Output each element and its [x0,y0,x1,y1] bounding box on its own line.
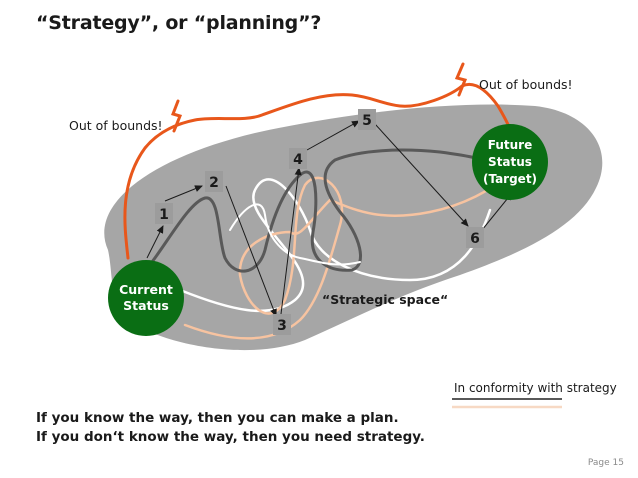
out-of-bounds-label-left: Out of bounds! [69,118,163,133]
body-text-line-1: If you know the way, then you can make a… [36,410,399,426]
step-5: 5 [358,109,376,130]
future-status-line-3: (Target) [483,172,537,186]
step-5-label: 5 [362,113,372,129]
legend: In conformity with strategy [452,381,617,409]
step-2: 2 [205,171,223,192]
strategic-space-label: “Strategic space“ [322,292,448,307]
slide-title: “Strategy”, or “planning”? [36,12,322,34]
white-path [178,178,492,313]
step-3: 3 [273,314,291,335]
step-1-label: 1 [159,207,169,223]
arrow-current-to-1 [146,225,164,259]
arrow-4-to-5 [306,120,360,151]
body-text-line-2: If you don‘t know the way, then you need… [36,429,425,445]
step-6-label: 6 [470,231,480,247]
arrow-5-to-6 [374,123,469,227]
arrow-3-to-4 [280,167,302,315]
future-status-node: Future Status (Target) [472,124,548,200]
step-1: 1 [155,203,173,224]
current-status-line-2: Status [123,298,169,313]
lightning-icon-left [171,99,183,133]
out-of-bounds-label-right: Out of bounds! [479,77,573,92]
white-path-2 [229,203,361,266]
future-status-line-1: Future [488,138,532,152]
lightning-icon-right [454,62,468,97]
step-6: 6 [466,227,484,248]
dark-path [150,148,502,273]
current-status-node: Current Status [108,260,184,336]
peach-path [183,173,512,340]
planning-arrows [146,120,513,317]
legend-label: In conformity with strategy [454,381,617,395]
arrow-2-to-3 [225,185,277,317]
arrow-1-to-2 [164,185,203,202]
page-number: Page 15 [587,458,624,468]
out-of-bounds-path [123,83,515,260]
step-2-label: 2 [209,175,219,191]
future-status-line-2: Status [488,155,532,169]
step-3-label: 3 [277,318,287,334]
current-status-line-1: Current [119,282,173,297]
step-4: 4 [289,148,307,169]
step-4-label: 4 [293,152,303,168]
